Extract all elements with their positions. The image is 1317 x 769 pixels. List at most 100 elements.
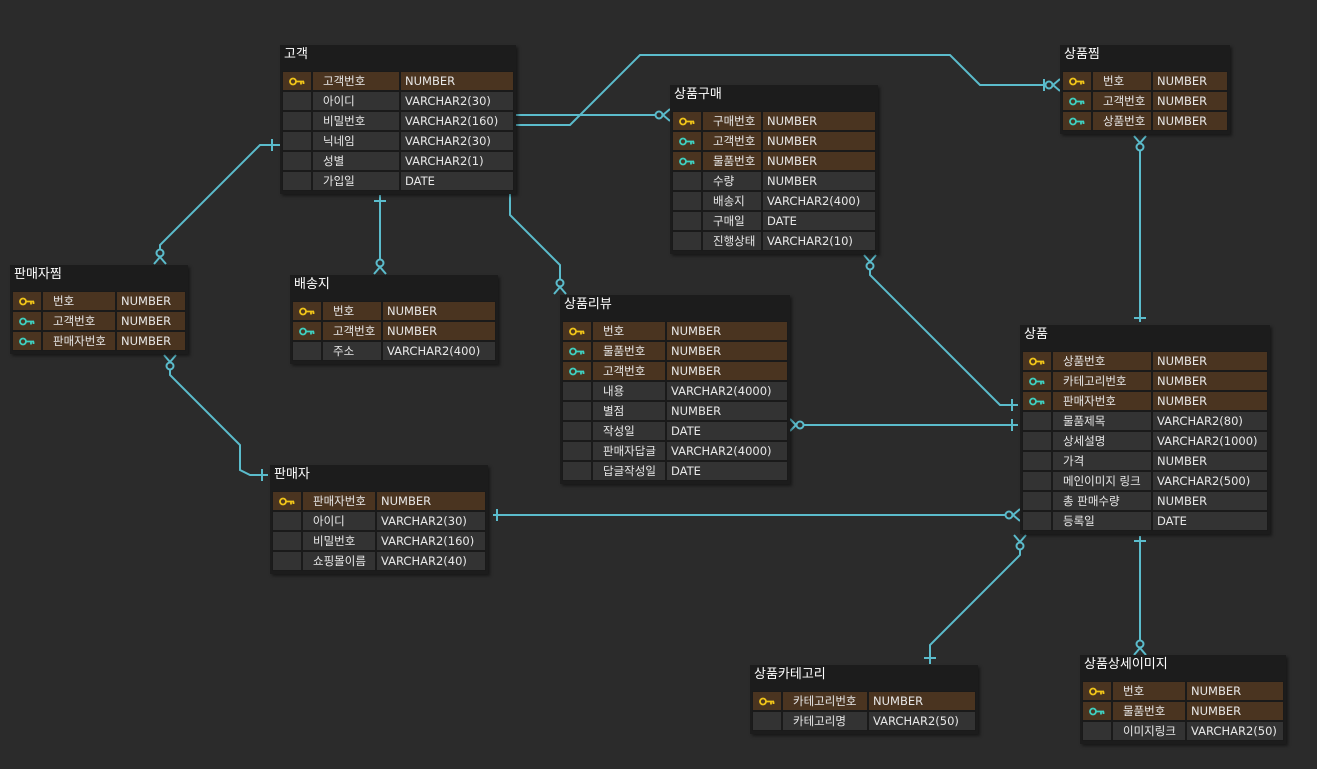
column-icon-cell [562, 461, 592, 481]
column-name: 등록일 [1052, 511, 1152, 531]
column-name: 수량 [702, 171, 762, 191]
column-name: 상세설명 [1052, 431, 1152, 451]
column-icon-cell [672, 171, 702, 191]
column-icon-cell [292, 341, 322, 361]
connector-product-category [929, 550, 1021, 664]
column-type: NUMBER [762, 151, 876, 171]
column-type: DATE [666, 461, 788, 481]
column-icon-cell [672, 231, 702, 251]
foreign-key-icon [1022, 391, 1052, 411]
column-name: 닉네임 [312, 131, 400, 151]
column-icon-cell [672, 191, 702, 211]
column-name: 상품번호 [1092, 111, 1152, 131]
primary-key-icon [12, 291, 42, 311]
column-name: 상품번호 [1052, 351, 1152, 371]
column-name: 쇼핑몰이름 [302, 551, 376, 571]
column-name: 성별 [312, 151, 400, 171]
column-icon-cell [272, 551, 302, 571]
column-type: DATE [666, 421, 788, 441]
column-icon-cell [1022, 451, 1052, 471]
column-type: NUMBER [762, 131, 876, 151]
primary-key-icon [272, 491, 302, 511]
column-name: 고객번호 [592, 361, 666, 381]
primary-key-icon [672, 111, 702, 131]
column-type: NUMBER [1152, 351, 1268, 371]
column-name: 비밀번호 [312, 111, 400, 131]
column-name: 별점 [592, 401, 666, 421]
column-type: NUMBER [666, 341, 788, 361]
connector-sellerwish-seller [169, 370, 268, 476]
column-icon-cell [282, 171, 312, 191]
entity-title: 상품구매 [670, 85, 878, 109]
column-type: VARCHAR2(30) [400, 91, 514, 111]
column-type: NUMBER [868, 691, 976, 711]
column-type: NUMBER [1152, 451, 1268, 471]
column-name: 주소 [322, 341, 382, 361]
column-name: 판매자번호 [1052, 391, 1152, 411]
foreign-key-icon [562, 361, 592, 381]
column-type: VARCHAR2(500) [1152, 471, 1268, 491]
column-name: 고객번호 [312, 71, 400, 91]
column-type: VARCHAR2(1) [400, 151, 514, 171]
column-type: VARCHAR2(4000) [666, 381, 788, 401]
